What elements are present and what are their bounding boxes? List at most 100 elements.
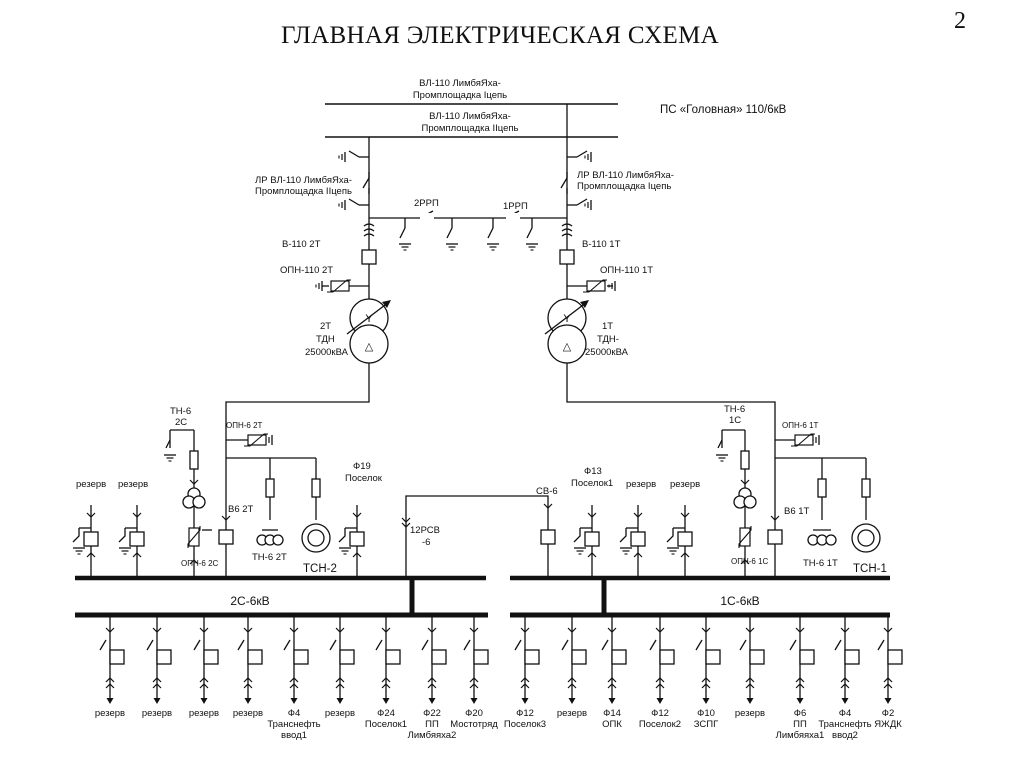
opn6-1s-label: ОПН-6 1С <box>731 557 769 566</box>
cell-contact-chevron-icon <box>86 552 96 558</box>
feeder-breaker-box <box>339 649 355 665</box>
feeder-breaker-box <box>431 649 447 665</box>
feeder-breaker-box <box>844 649 860 665</box>
feeder-contact-chevron-icon <box>243 627 253 633</box>
feeder-contact-chevron-icon <box>469 683 479 689</box>
b6-1t-label: В6 1Т <box>784 506 810 517</box>
feeder-breaker-box <box>571 649 587 665</box>
feeder-label-of8: Лимбяяха2 <box>408 730 457 741</box>
cell-breaker-box <box>83 531 99 547</box>
feeder-contact-chevron-icon <box>840 683 850 689</box>
feeder-contact-chevron-icon <box>795 677 805 683</box>
cell-ground-icon <box>73 547 85 555</box>
transformer-1-tap-arrowhead <box>580 300 589 308</box>
feeder-arrow-icon <box>884 698 892 704</box>
feeder-contact-chevron-icon <box>199 677 209 683</box>
feeder-label-of9: Мостотряд <box>450 719 498 730</box>
feeder-arrow-icon <box>428 698 436 704</box>
feeder-breaker-box <box>385 649 401 665</box>
bridge-ground-icon <box>526 243 538 251</box>
bridge-ground-icon <box>487 243 499 251</box>
arrester-2-icon <box>327 279 351 293</box>
feeder-label-of14: ЗСПГ <box>694 719 718 730</box>
feeder-contact-chevron-icon <box>745 683 755 689</box>
tn1-earth-blade <box>717 439 723 449</box>
tn1-contact-chevron-icon <box>740 559 750 565</box>
arrester-1-icon <box>583 279 607 293</box>
feeder-breaker-box <box>799 649 815 665</box>
cell-ground-icon <box>667 547 679 555</box>
feeder-label-of13: Ф12 <box>651 708 669 719</box>
cell-contact-chevron-icon <box>680 552 690 558</box>
feeder-contact-chevron-icon <box>607 627 617 633</box>
transformer-1-label-a: 1Т <box>602 321 613 332</box>
feeder-contact-chevron-icon <box>152 677 162 683</box>
feeder-contact-chevron-icon <box>795 683 805 689</box>
cell-contact-chevron-icon <box>633 512 643 518</box>
cell-contact-chevron-icon <box>352 552 362 558</box>
feeder-earth-blade <box>283 639 291 651</box>
cell-earth-blade <box>619 528 627 543</box>
arrester-slash <box>244 433 268 447</box>
opn6-1t-ground-icon <box>812 435 820 445</box>
feeder-arrow-icon <box>106 698 114 704</box>
opn6-1t-label: ОПН-6 1Т <box>782 421 819 430</box>
feeder-label-of17: Ф4 <box>839 708 852 719</box>
feeder-breaker-box <box>659 649 675 665</box>
feeder-contact-chevron-icon <box>607 683 617 689</box>
breaker-1-label: В-110 1Т <box>582 239 621 250</box>
feeder-contact-chevron-icon <box>289 677 299 683</box>
b6-1t-box <box>767 529 783 545</box>
feeder-contact-chevron-icon <box>335 627 345 633</box>
cell-contact-chevron-icon <box>680 512 690 518</box>
current-transformer-icon <box>363 223 375 227</box>
transformer-1-delta-icon: △ <box>563 341 572 353</box>
cell-earth-blade <box>573 528 581 543</box>
feeder-label-of5: Ф4 <box>288 708 301 719</box>
feeder-breaker-box <box>109 649 125 665</box>
tn6-1t-winding <box>825 534 837 546</box>
tn-1-label-b: 1С <box>729 415 741 426</box>
feeder-contact-chevron-icon <box>795 627 805 633</box>
tsn2-winding <box>307 529 325 547</box>
feeder-earth-blade <box>834 639 842 651</box>
feeder-contact-chevron-icon <box>152 627 162 633</box>
hv-line2-label-a: ВЛ-110 ЛимбяЯха- <box>429 111 511 122</box>
tn2-contact-chevron-icon <box>189 559 199 565</box>
feeder-contact-chevron-icon <box>567 683 577 689</box>
rsv-label-b: -6 <box>422 537 430 548</box>
feeder-label-of3: резерв <box>189 708 219 719</box>
transformer-1-star-icon: Y <box>563 313 571 325</box>
bridge-ground-icon <box>446 243 458 251</box>
switch-blade <box>560 177 568 189</box>
feeder-earth-blade <box>789 639 797 651</box>
feeder-earth-blade <box>561 639 569 651</box>
feeder-label-of17: Транснефть <box>818 719 871 730</box>
arrester-slash <box>738 526 752 548</box>
arrester-slash <box>327 279 351 293</box>
tn-2-label-a: ТН-6 <box>170 406 191 417</box>
hv-line1-label-a: ВЛ-110 ЛимбяЯха- <box>419 78 501 89</box>
feeder-breaker-box <box>156 649 172 665</box>
current-transformer-icon <box>363 233 375 237</box>
feeder-earth-blade <box>649 639 657 651</box>
cell-breaker-box <box>630 531 646 547</box>
tn2-fuse-icon <box>189 450 199 470</box>
tn6-2t-fuse-icon <box>265 478 275 498</box>
bridge-earth-blade <box>487 227 494 239</box>
cell-ground-icon <box>119 547 131 555</box>
tn2-earth-blade <box>165 439 171 449</box>
feeder-breaker-box <box>749 649 765 665</box>
arrester-slash <box>791 433 815 447</box>
current-transformer-icon <box>363 228 375 232</box>
cell-earth-blade <box>666 528 674 543</box>
b6-2t-chevron-icon <box>221 515 231 521</box>
tn2-winding <box>192 495 206 509</box>
feeder-earth-blade <box>375 639 383 651</box>
feeder-contact-chevron-icon <box>883 677 893 683</box>
feeder-contact-chevron-icon <box>199 683 209 689</box>
feeder-contact-chevron-icon <box>655 677 665 683</box>
feeder-contact-chevron-icon <box>381 677 391 683</box>
feeder-breaker-box <box>247 649 263 665</box>
